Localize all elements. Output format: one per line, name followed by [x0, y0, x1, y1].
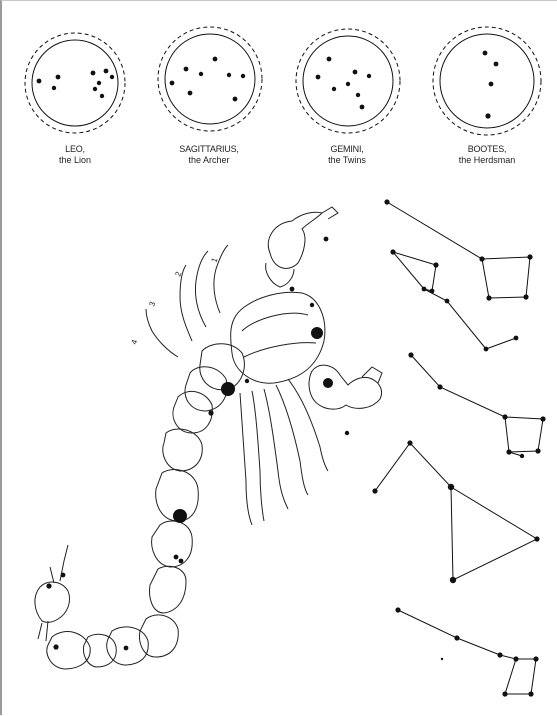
connect-the-dots-constellations	[375, 202, 543, 694]
connect-the-dots-points	[372, 199, 545, 696]
leo-label: LEO, the Lion	[20, 144, 130, 166]
gemini-circle	[296, 29, 400, 133]
bootes-circle	[433, 27, 541, 135]
gemini-label: GEMINI, the Twins	[292, 144, 402, 166]
leg-number-labels: 1 2 3 4	[129, 256, 219, 346]
leg-number-4: 4	[129, 338, 139, 346]
leg-number-2: 2	[173, 270, 183, 278]
leg-number-3: 3	[147, 300, 157, 308]
scorpion-stars	[46, 237, 349, 651]
bootes-label: BOOTES, the Herdsman	[432, 144, 542, 166]
bootes-name: BOOTES,	[432, 144, 542, 155]
gemini-subtitle: the Twins	[292, 155, 402, 166]
sagittarius-label: SAGITTARIUS, the Archer	[154, 144, 264, 166]
leo-name: LEO,	[20, 144, 130, 155]
scorpion-drawing	[35, 207, 382, 669]
bootes-subtitle: the Herdsman	[432, 155, 542, 166]
sagittarius-name: SAGITTARIUS,	[154, 144, 264, 155]
leo-subtitle: the Lion	[20, 155, 130, 166]
circle-stars	[37, 51, 499, 119]
sagittarius-circle	[158, 27, 262, 131]
gemini-name: GEMINI,	[292, 144, 402, 155]
leg-number-1: 1	[209, 256, 219, 264]
sagittarius-subtitle: the Archer	[154, 155, 264, 166]
